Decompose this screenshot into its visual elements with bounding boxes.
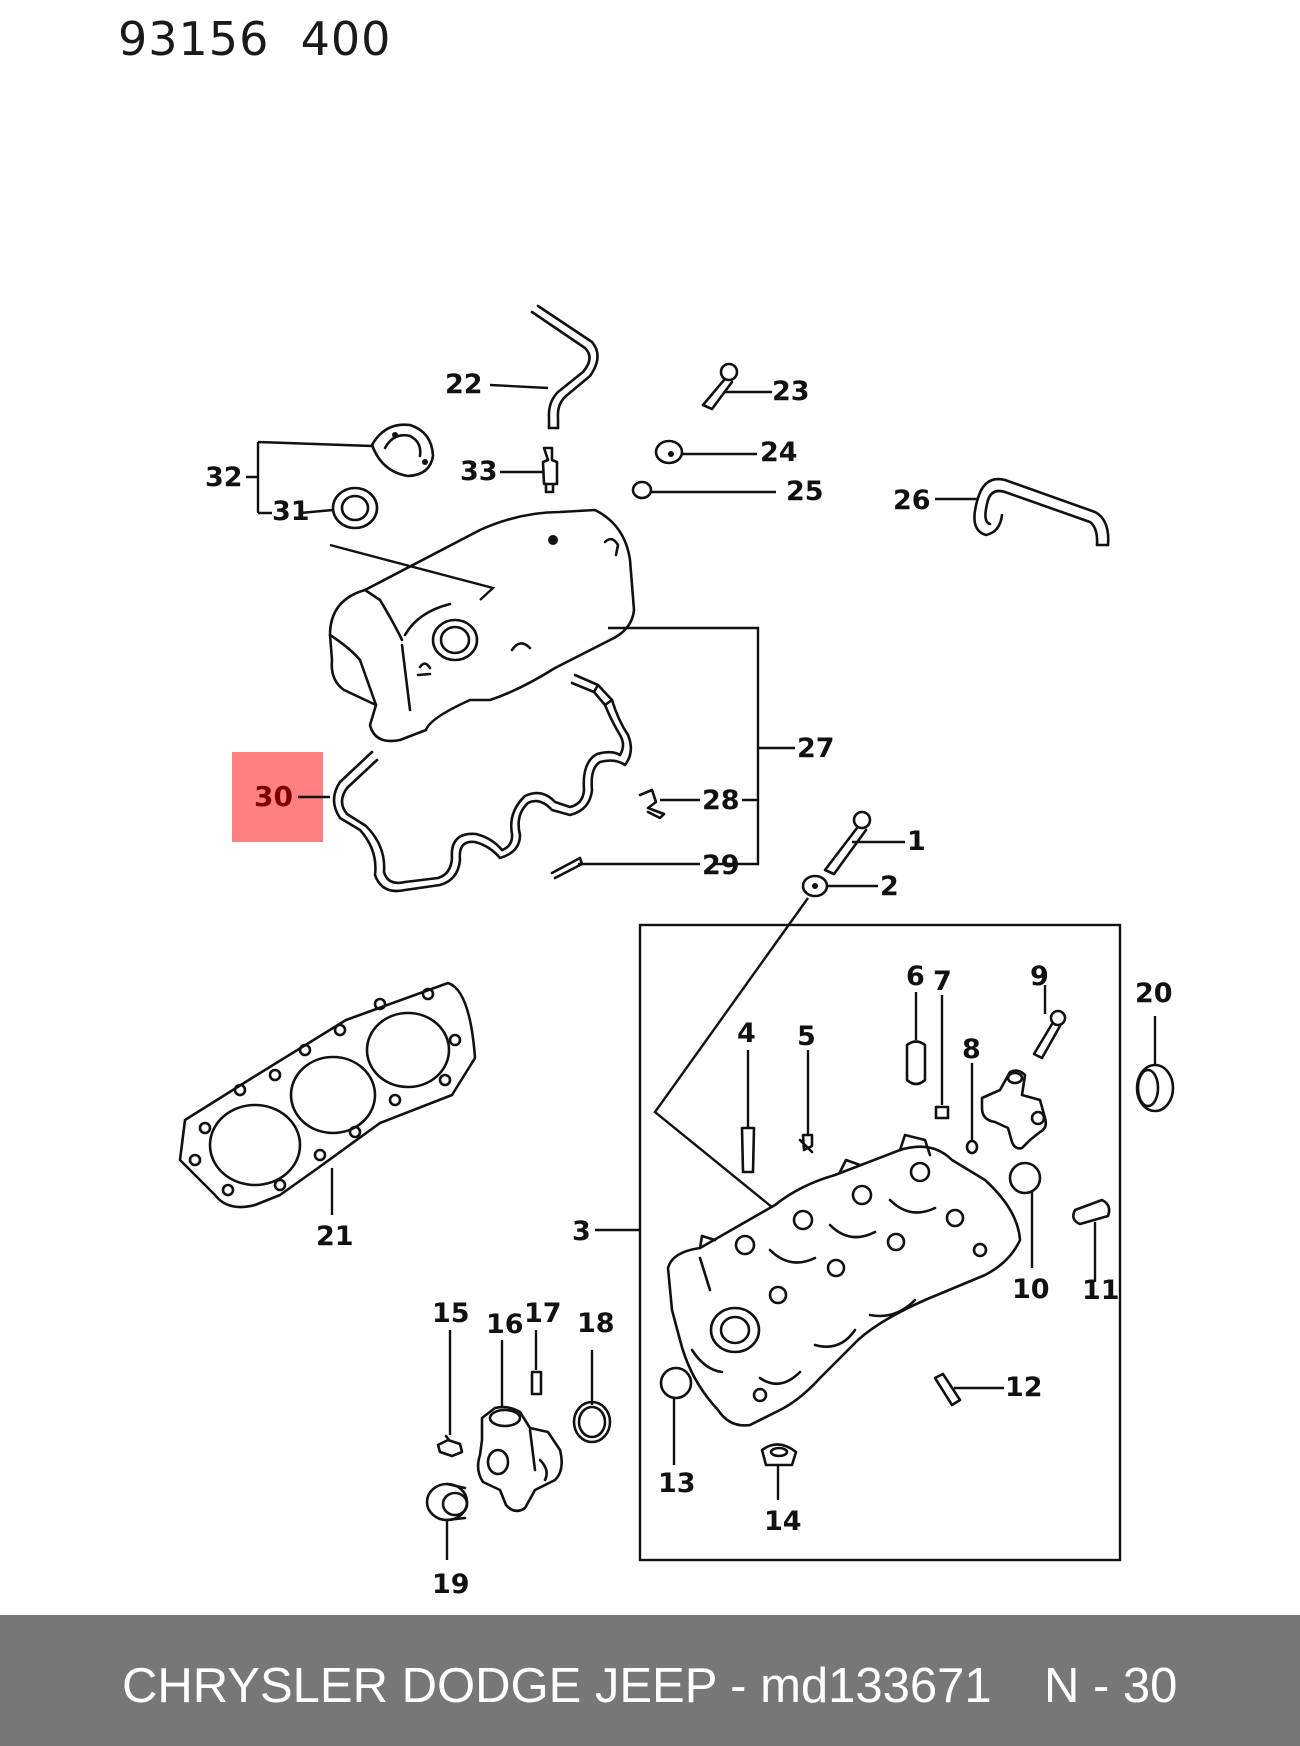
callout-5: 5 [797,1021,816,1052]
leader-22 [489,383,549,390]
part-23-bolt [701,362,739,411]
part-27-rocker-cover [328,508,636,743]
part-13-seal [659,1366,693,1400]
callout-8: 8 [962,1034,981,1065]
callout-33: 33 [460,456,498,487]
part-3-group-box [638,923,1122,1562]
part-6-lash-adjuster [905,1040,927,1086]
callout-30-highlighted: 30 [254,780,293,813]
part-4-valve-guide [740,1126,756,1174]
callout-31: 31 [272,496,310,527]
callout-16: 16 [486,1309,524,1340]
callout-4: 4 [737,1018,756,1049]
callout-2: 2 [880,871,899,902]
part-5-plug [798,1133,814,1154]
leader-32 [246,440,373,513]
part-1-head-bolt [823,810,872,876]
leader-30-overlay [298,795,330,799]
part-3-cylinder-head [666,1133,1022,1427]
footer-title: CHRYSLER DODGE JEEP - md133671 [122,1659,992,1713]
part-16-housing [476,1405,563,1513]
callout-27: 27 [797,733,835,764]
callout-14: 14 [764,1506,802,1537]
callout-19: 19 [432,1569,470,1600]
part-32-oil-filler-cap [370,423,435,478]
callout-20: 20 [1135,978,1173,1009]
part-22-breather-hose [530,304,599,430]
callout-3: 3 [572,1216,591,1247]
callout-26: 26 [893,485,931,516]
leader-27-31 [329,543,496,601]
callout-11: 11 [1082,1275,1120,1306]
part-33-pcv-valve [541,446,559,494]
part-17-pin [530,1370,543,1396]
callout-21: 21 [316,1221,354,1252]
callout-29: 29 [702,850,740,881]
callout-6: 6 [906,961,925,992]
callout-28: 28 [702,785,740,816]
callout-7: 7 [933,966,952,997]
part-12-dowel [933,1372,962,1407]
leader-3-diag [653,897,809,1213]
part-10-cap-plug [1008,1161,1042,1195]
callout-25: 25 [786,476,824,507]
callout-18: 18 [577,1308,615,1339]
callout-12: 12 [1005,1372,1043,1403]
part-25-nut [631,480,653,500]
part-11-plug [1072,1198,1111,1226]
callout-10: 10 [1012,1274,1050,1305]
part-30-rocker-cover-gasket [332,673,633,893]
part-31-cap-gasket [331,486,379,530]
callout-32: 32 [205,462,243,493]
footer-page: N - 30 [1044,1659,1178,1713]
part-21-head-gasket [178,981,477,1209]
callout-1: 1 [907,826,926,857]
part-9-bolt [1032,1009,1067,1060]
leader-27-bracket [608,626,795,866]
callout-9: 9 [1030,961,1049,992]
part-14-plug [760,1443,798,1467]
part-water-outlet [980,1069,1048,1150]
part-24-washer [654,439,684,465]
callout-24: 24 [760,437,798,468]
exploded-parts-diagram: 22 23 24 25 26 32 31 [178,304,1175,1600]
part-7-nut [934,1105,950,1120]
callout-23: 23 [772,376,810,407]
callout-13: 13 [658,1468,696,1499]
callout-15: 15 [432,1298,470,1329]
footer-bar [0,1615,1300,1746]
part-18-o-ring [572,1400,612,1444]
callout-17: 17 [524,1298,562,1329]
part-26-hose [973,477,1110,547]
leader-31 [258,508,334,515]
part-15-bolt [436,1434,464,1458]
part-8-plug [965,1139,979,1155]
diagram-code: 93156 400 [118,12,392,66]
part-28-stud [638,788,666,820]
callout-22: 22 [445,369,483,400]
